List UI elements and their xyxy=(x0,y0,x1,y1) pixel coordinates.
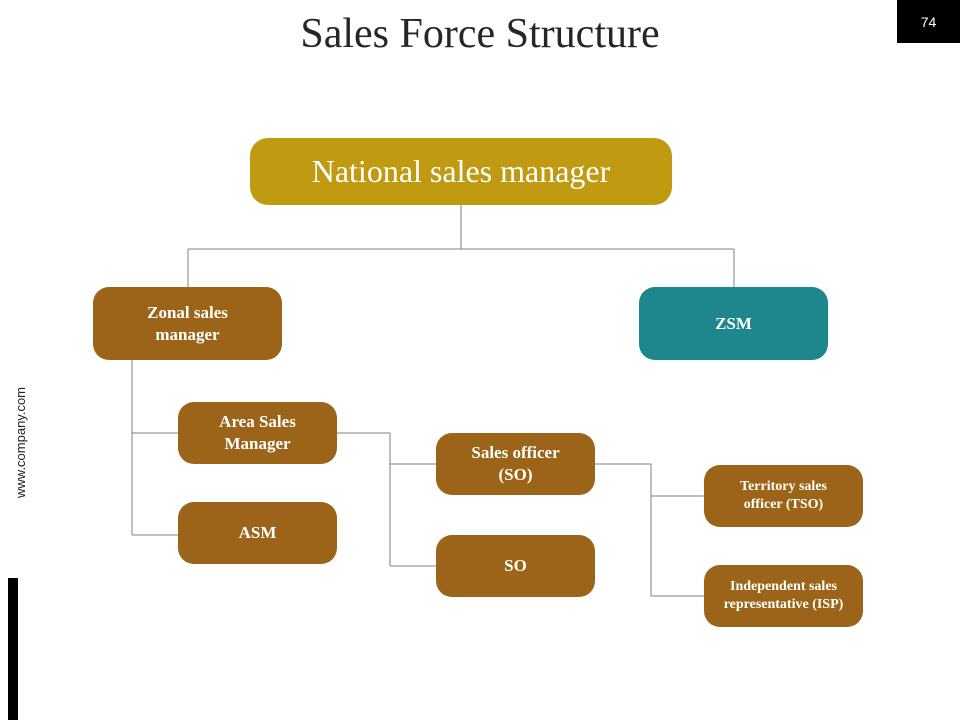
node-label-line1: Area Sales xyxy=(219,412,296,431)
node-area-sales-manager: Area Sales Manager xyxy=(178,402,337,464)
connector-zonal-children xyxy=(131,360,178,536)
page-number: 74 xyxy=(897,0,960,43)
node-label-line1: Independent sales xyxy=(730,579,837,594)
node-label-line2: officer (TSO) xyxy=(743,497,824,512)
node-label-line2: manager xyxy=(155,324,220,344)
node-label: National sales manager xyxy=(311,153,611,189)
node-label-line1: Zonal sales xyxy=(147,302,228,322)
connector-so-children xyxy=(595,463,704,597)
node-label-line2: representative (ISP) xyxy=(723,597,844,612)
node-label: ASM xyxy=(238,523,277,542)
node-asm: ASM xyxy=(178,502,337,564)
node-label-line1: Sales officer xyxy=(471,443,560,462)
connector-area-children xyxy=(337,432,436,567)
slide-title: Sales Force Structure xyxy=(300,11,660,57)
node-label-line1: Territory sales xyxy=(740,479,827,494)
node-zsm: ZSM xyxy=(639,287,828,360)
node-sales-officer: Sales officer (SO) xyxy=(436,433,595,495)
side-accent-bar xyxy=(8,578,18,720)
node-zonal-sales-manager: Zonal sales manager xyxy=(93,287,282,360)
node-label-line2: Manager xyxy=(224,434,291,453)
node-label: SO xyxy=(504,556,527,575)
node-independent-sales-representative: Independent sales representative (ISP) xyxy=(704,565,863,627)
node-national-sales-manager: National sales manager xyxy=(250,138,672,205)
node-label: ZSM xyxy=(715,313,752,333)
node-so: SO xyxy=(436,535,595,597)
node-territory-sales-officer: Territory sales officer (TSO) xyxy=(704,465,863,527)
connector-root-children xyxy=(187,205,735,287)
node-label-line2: (SO) xyxy=(498,465,533,484)
